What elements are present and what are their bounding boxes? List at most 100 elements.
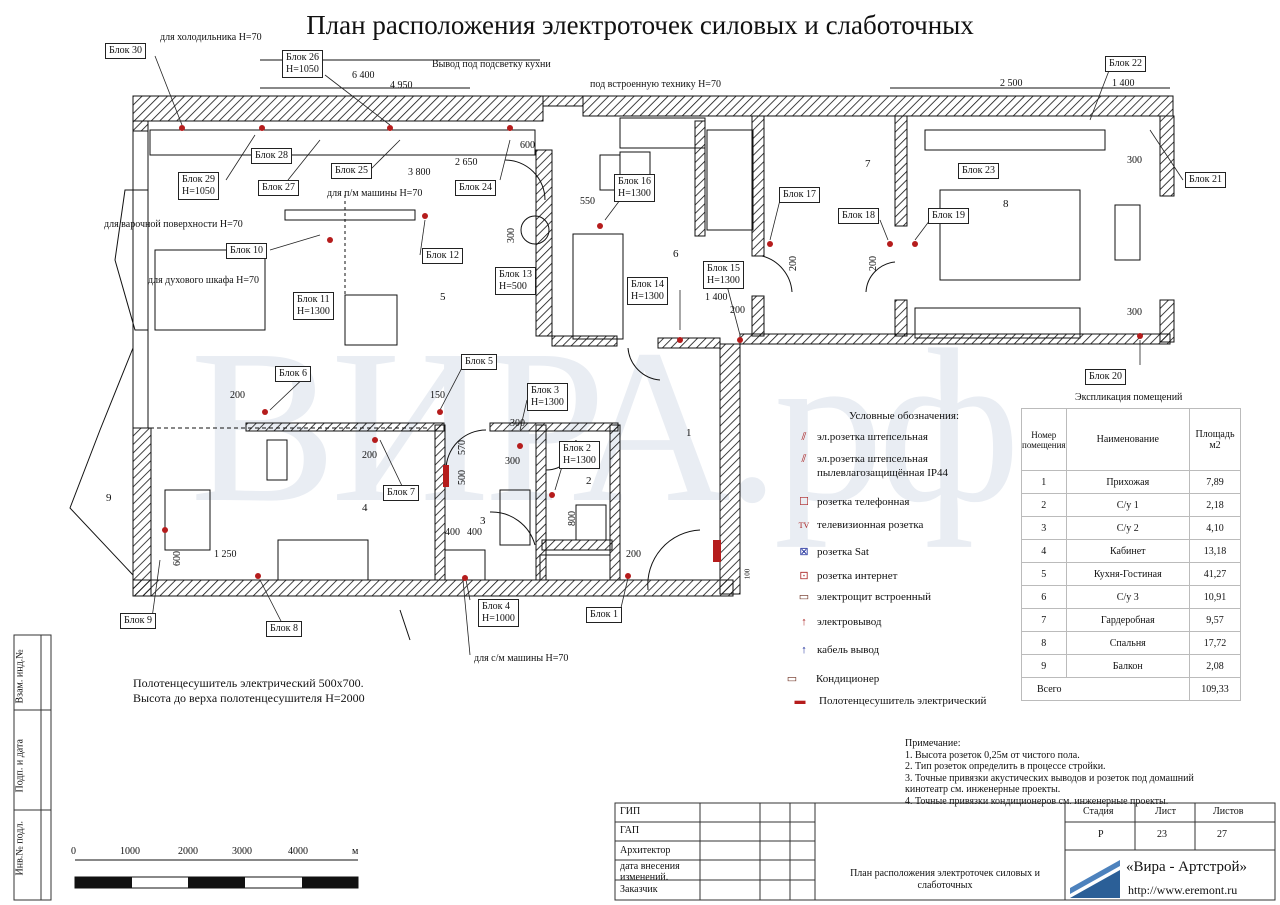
- dim-200-f: 200: [626, 549, 641, 560]
- tb-sheets-label: Листов: [1213, 806, 1244, 817]
- block-label-22: Блок 22: [1105, 56, 1146, 72]
- dim-1400-a: 1 400: [1112, 78, 1135, 89]
- tb-stage-label: Стадия: [1083, 806, 1114, 817]
- dim-2650: 2 650: [455, 157, 478, 168]
- legend-item-socket: ⫽эл.розетка штепсельная: [795, 431, 928, 444]
- cable-lead-icon: ↑: [801, 644, 807, 656]
- towel-note-line2: Высота до верха полотенцесушителя H=2000: [133, 691, 365, 705]
- dim-2500: 2 500: [1000, 78, 1023, 89]
- tv-socket-icon: TV: [798, 521, 810, 530]
- scale-bar: [74, 859, 359, 889]
- room-number-2: 2: [586, 475, 592, 487]
- dim-6400: 6 400: [352, 70, 375, 81]
- block-label-19: Блок 19: [928, 208, 969, 224]
- block-label-1: Блок 1: [586, 607, 622, 623]
- block-label-24: Блок 24: [455, 180, 496, 196]
- block-label-5: Блок 5: [461, 354, 497, 370]
- tb-sheet-label: Лист: [1155, 806, 1176, 817]
- page-title: План расположения электроточек силовых и…: [306, 10, 974, 40]
- dim-200-d: 200: [230, 390, 245, 401]
- label-builtin: под встроенную технику H=70: [590, 79, 721, 90]
- tb-row-gap: ГАП: [620, 825, 640, 836]
- legend-item-phone: ☐розетка телефонная: [795, 495, 909, 508]
- dim-400-b: 400: [467, 527, 482, 538]
- electrical-lead-icon: ↑: [801, 616, 807, 628]
- stamp-inv-number: Инв.№ подл.: [14, 821, 26, 876]
- electrical-panel-icon: ▭: [798, 591, 810, 603]
- block-label-6: Блок 6: [275, 366, 311, 382]
- legend-item-outlet-lead: ↑электровывод: [795, 616, 881, 628]
- legend-item-towel-dryer: ▬Полотенцесушитель электрический: [785, 695, 987, 707]
- air-conditioner-icon: ▭: [786, 673, 798, 685]
- tb-sheets: 27: [1217, 829, 1227, 840]
- legend-item-socket-ip44-line2: пылевлагозащищённая IP44: [817, 467, 948, 479]
- block-label-8: Блок 8: [266, 621, 302, 637]
- sat-socket-icon: ⊠: [799, 546, 809, 558]
- scale-tick-1000: 1000: [120, 846, 140, 857]
- dim-550: 550: [580, 196, 595, 207]
- tb-row-architect: Архитектор: [620, 845, 671, 856]
- legend-item-socket-ip44: ⫽эл.розетка штепсельная: [795, 453, 928, 466]
- tb-sheet-title: План расположения электроточек силовых и…: [850, 868, 1040, 891]
- dim-300-b: 300: [1127, 155, 1142, 166]
- dim-300-c: 300: [1127, 307, 1142, 318]
- phone-socket-icon: ☐: [799, 496, 809, 508]
- dim-1400-b: 1 400: [705, 292, 728, 303]
- towel-dryer-icon: ▬: [794, 695, 806, 707]
- dim-300-e: 300: [510, 418, 525, 429]
- block-label-21: Блок 21: [1185, 172, 1226, 188]
- tb-row-gip: ГИП: [620, 806, 641, 817]
- room-number-8: 8: [1003, 198, 1009, 210]
- block-label-10: Блок 10: [226, 243, 267, 259]
- block-label-18: Блок 18: [838, 208, 879, 224]
- block-label-12: Блок 12: [422, 248, 463, 264]
- notes: Примечание: 1. Высота розеток 0,25м от ч…: [905, 738, 1194, 807]
- block-label-28: Блок 28: [251, 148, 292, 164]
- dim-600-a: 600: [520, 140, 535, 151]
- dim-200-e: 200: [362, 450, 377, 461]
- tb-stage: Р: [1098, 829, 1104, 840]
- dim-400-a: 400: [445, 527, 460, 538]
- scale-tick-3000: 3000: [232, 846, 252, 857]
- dim-1250: 1 250: [214, 549, 237, 560]
- header-name: Наименование: [1065, 408, 1191, 471]
- block-label-27: Блок 27: [258, 180, 299, 196]
- dim-150: 150: [430, 390, 445, 401]
- legend-item-panel: ▭электрощит встроенный: [795, 590, 931, 603]
- internet-socket-icon: ⊡: [799, 570, 809, 582]
- label-cooktop: для варочной поверхности H=70: [104, 219, 243, 230]
- block-label-25: Блок 25: [331, 163, 372, 179]
- header-number: Номер помещения: [1021, 408, 1067, 471]
- outer-walls: [132, 95, 1175, 597]
- scale-tick-2000: 2000: [178, 846, 198, 857]
- towel-note-line1: Полотенцесушитель электрический 500х700.: [133, 676, 364, 690]
- block-label-7: Блок 7: [383, 485, 419, 501]
- label-washer: для с/м машины H=70: [474, 653, 569, 664]
- explication-title: Экспликация помещений: [1075, 392, 1183, 403]
- dim-200-c: 200: [730, 305, 745, 316]
- room-number-5: 5: [440, 291, 446, 303]
- company-logo-icon: [1070, 860, 1120, 898]
- tb-row-customer: Заказчик: [620, 884, 658, 895]
- tb-company: «Вира - Артстрой»: [1126, 859, 1247, 875]
- outlets: [162, 125, 1143, 581]
- block-label-20: Блок 20: [1085, 369, 1126, 385]
- label-fridge: для холодильника H=70: [160, 32, 262, 43]
- scale-unit: м: [352, 846, 359, 857]
